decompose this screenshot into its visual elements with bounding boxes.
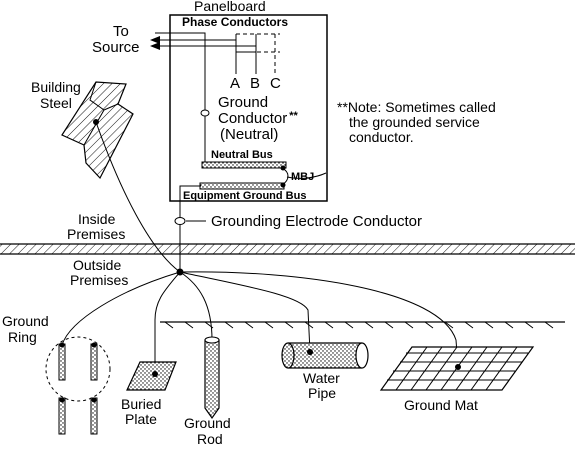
outside-label: Outside — [73, 257, 121, 273]
phase-conductors-label: Phase Conductors — [182, 15, 288, 29]
note-line-3: conductor. — [349, 129, 414, 145]
grounding-electrode-conductor — [174, 185, 206, 272]
ground-rod — [204, 336, 220, 420]
mbj-label: MBJ — [291, 171, 314, 183]
main-bonding-jumper — [280, 165, 327, 188]
source-label: Source — [92, 39, 140, 56]
ring-rod-1 — [58, 342, 66, 381]
ground-conductor-wire — [155, 32, 210, 162]
ground-ring-label-1: Ground — [2, 313, 49, 329]
ring-rod-3 — [58, 397, 66, 435]
ground-label: Ground — [218, 94, 268, 111]
conductor-note-marks: ** — [289, 110, 298, 122]
building-label: Building — [31, 79, 81, 95]
premises-outside-label: Premises — [70, 272, 128, 288]
phase-b-label: B — [250, 75, 260, 92]
phase-a-label: A — [230, 75, 240, 92]
ground-rod-label-1: Ground — [184, 415, 231, 431]
ring-rod-2 — [90, 342, 98, 381]
water-pipe — [281, 342, 369, 369]
water-label: Water — [303, 370, 340, 386]
premises-boundary — [0, 243, 575, 255]
ground-mat-label: Ground Mat — [404, 397, 478, 413]
ground-mat — [379, 346, 535, 391]
equipment-ground-bus-bar — [199, 182, 285, 190]
conductor-label: Conductor** — [218, 110, 298, 127]
electrode-conductors — [61, 121, 459, 372]
earth-surface — [160, 321, 565, 329]
premises-inside-label: Premises — [67, 226, 125, 242]
neutral-label: (Neutral) — [220, 126, 278, 143]
to-label: To — [113, 23, 129, 40]
note-line-1: **Note: Sometimes called — [337, 99, 496, 115]
ground-rod-label-2: Rod — [197, 431, 223, 447]
note-line-2: the grounded service — [349, 114, 480, 130]
building-steel — [61, 81, 134, 180]
pipe-label: Pipe — [308, 385, 336, 401]
ground-ring-label-2: Ring — [8, 329, 37, 345]
inside-label: Inside — [78, 211, 116, 227]
conductor-text: Conductor — [218, 110, 287, 127]
ring-rod-4 — [90, 397, 98, 435]
ground-ring — [45, 336, 111, 435]
equipment-ground-bus-label: Equipment Ground Bus — [183, 190, 306, 202]
plate-label: Plate — [125, 411, 157, 427]
neutral-bus-label: Neutral Bus — [211, 149, 273, 161]
note: **Note: Sometimes called the grounded se… — [337, 99, 496, 145]
panelboard-label: Panelboard — [194, 0, 266, 14]
grounding-electrode-conductor-label: Grounding Electrode Conductor — [211, 213, 422, 230]
phase-c-label: C — [270, 75, 281, 92]
buried-label: Buried — [121, 396, 161, 412]
phase-conductor-wires — [150, 33, 280, 74]
buried-plate — [126, 361, 177, 391]
steel-label: Steel — [40, 95, 72, 111]
neutral-bus-bar — [201, 161, 287, 169]
panelboard: Panelboard Phase Conductors To Source A … — [92, 0, 328, 202]
